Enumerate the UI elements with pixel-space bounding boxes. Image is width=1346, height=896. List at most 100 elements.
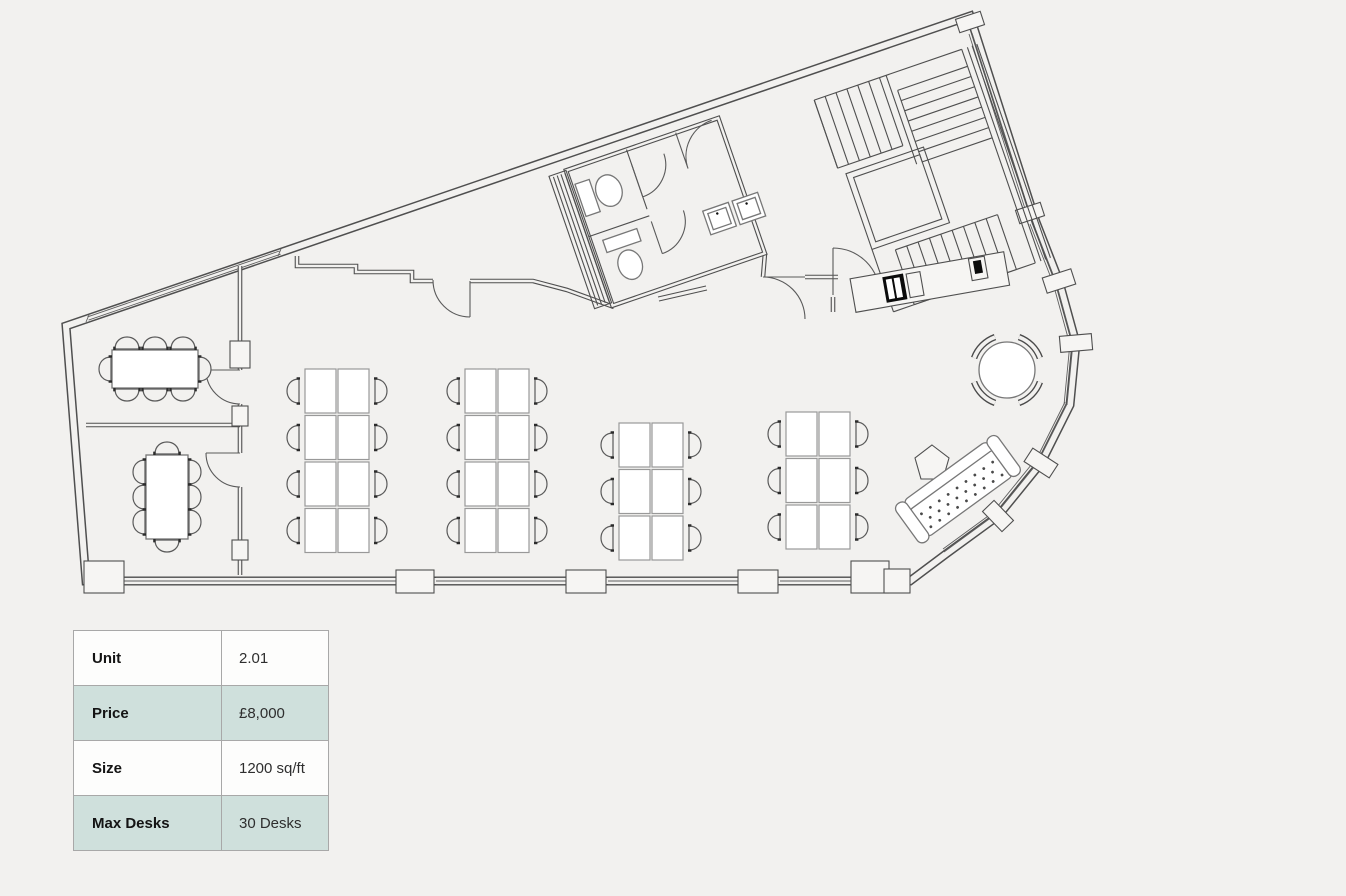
- chair: [853, 513, 870, 541]
- chair: [186, 458, 203, 486]
- chair: [186, 483, 203, 511]
- price-value: £8,000: [221, 685, 329, 741]
- desk-cluster-1: [285, 368, 389, 554]
- door-arc: [631, 153, 667, 198]
- elevator: [845, 146, 951, 251]
- desk-pair: [464, 461, 530, 507]
- chair: [686, 477, 703, 506]
- chair: [532, 377, 549, 405]
- chair: [372, 470, 389, 498]
- chair: [599, 431, 616, 459]
- chair: [186, 508, 203, 536]
- kitchen-sink: [882, 273, 908, 303]
- bathrooms: [548, 115, 768, 310]
- desk-pair: [785, 504, 851, 550]
- chair: [196, 355, 213, 383]
- corridor-walls: [294, 247, 881, 320]
- chair: [686, 524, 703, 552]
- chair: [853, 420, 870, 448]
- entry-door-arc: [762, 276, 806, 320]
- meeting-room-walls: [86, 266, 251, 575]
- chair: [141, 335, 169, 352]
- chair: [169, 335, 197, 352]
- sofa-dots: [920, 460, 1004, 529]
- price-label: Price: [73, 685, 222, 741]
- chair: [285, 470, 302, 498]
- lounge-area: [894, 434, 1021, 544]
- chair: [445, 377, 462, 405]
- door-arc: [205, 369, 241, 405]
- chair: [285, 423, 302, 452]
- side-table: [914, 444, 950, 480]
- corner-pier: [883, 568, 911, 594]
- desk-cluster-2: [445, 368, 549, 554]
- desk-pair: [304, 414, 370, 461]
- window-pier: [565, 569, 607, 594]
- chair: [153, 440, 181, 457]
- chair: [285, 516, 302, 545]
- desk-pair: [464, 414, 530, 461]
- meeting-room-2: [131, 440, 203, 554]
- max-desks-label: Max Desks: [73, 795, 222, 851]
- desk-cluster-4: [766, 411, 870, 550]
- threshold: [657, 285, 708, 302]
- chair: [131, 458, 148, 486]
- desk-pair: [618, 468, 684, 515]
- chair: [445, 470, 462, 498]
- door-arc: [432, 279, 471, 318]
- desk-pair: [618, 515, 684, 561]
- desk-pair: [618, 422, 684, 468]
- corner-pier: [83, 560, 125, 594]
- table-row: Max Desks 30 Desks: [73, 795, 329, 851]
- chair: [153, 537, 181, 554]
- size-label: Size: [73, 740, 222, 796]
- corner-pier: [850, 560, 890, 594]
- stair-handrail: [966, 43, 1051, 262]
- chair: [766, 513, 783, 541]
- meeting-room-1: [97, 335, 213, 403]
- chair: [853, 466, 870, 495]
- window-pier: [737, 569, 779, 594]
- size-value: 1200 sq/ft: [221, 740, 329, 796]
- chair: [131, 508, 148, 536]
- toilet: [601, 227, 644, 281]
- drainer: [905, 270, 925, 299]
- chair: [599, 477, 616, 506]
- toilet: [574, 174, 623, 218]
- wall-pier: [231, 405, 249, 427]
- unit-info-table: Unit 2.01 Price £8,000 Size 1200 sq/ft M…: [73, 630, 329, 851]
- chair: [445, 516, 462, 545]
- unit-label: Unit: [73, 630, 222, 686]
- chair: [686, 431, 703, 459]
- desk-pair: [304, 461, 370, 507]
- meeting-table-1: [111, 349, 199, 389]
- chair: [131, 483, 148, 511]
- desk-pair: [464, 507, 530, 554]
- chair: [445, 423, 462, 452]
- table-row: Size 1200 sq/ft: [73, 740, 329, 796]
- chair: [532, 423, 549, 452]
- desk-pair: [785, 457, 851, 504]
- stairs-upper: [813, 77, 904, 169]
- wall-pier: [229, 340, 251, 369]
- chair: [285, 377, 302, 405]
- round-table-chairs: [971, 334, 1043, 406]
- chair: [169, 386, 197, 403]
- chair: [372, 423, 389, 452]
- chair: [532, 470, 549, 498]
- desk-pair: [304, 507, 370, 554]
- desk-pair: [304, 368, 370, 414]
- round-table-area: [971, 334, 1043, 406]
- desk-pair: [464, 368, 530, 414]
- meeting-table-2: [145, 454, 189, 540]
- kitchenette-counter: [849, 251, 1011, 313]
- desk-pair: [785, 411, 851, 457]
- table-row: Unit 2.01: [73, 630, 329, 686]
- chair: [372, 516, 389, 545]
- stairs-mid: [897, 65, 993, 163]
- tap-unit: [967, 255, 989, 282]
- chair: [532, 516, 549, 545]
- window-pier: [395, 569, 435, 594]
- chair: [372, 377, 389, 405]
